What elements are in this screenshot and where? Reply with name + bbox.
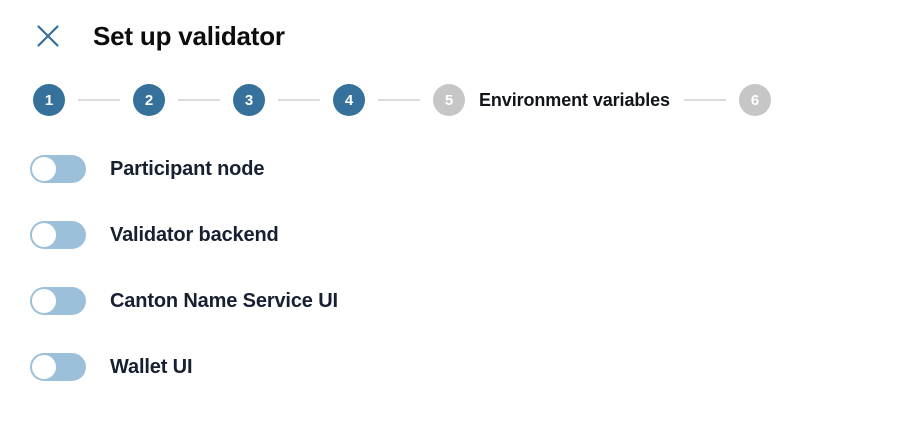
toggle-knob	[32, 157, 56, 181]
page-title: Set up validator	[93, 20, 285, 51]
stepper-connector-3	[278, 99, 320, 101]
stepper-connector-2	[178, 99, 220, 101]
stepper-step-5[interactable]: 5	[433, 84, 465, 116]
toggle-label-wallet-ui: Wallet UI	[110, 355, 193, 378]
toggle-list: Participant node Validator backend Canto…	[30, 155, 890, 381]
stepper-step-5-number: 5	[444, 91, 454, 109]
toggle-row-validator-backend: Validator backend	[30, 221, 890, 249]
toggle-row-wallet-ui: Wallet UI	[30, 353, 890, 381]
toggle-row-canton-name-service-ui: Canton Name Service UI	[30, 287, 890, 315]
toggle-participant-node[interactable]	[30, 155, 86, 183]
stepper-step-3-number: 3	[244, 91, 254, 109]
close-button[interactable]	[31, 19, 65, 53]
dialog-header: Set up validator	[0, 0, 924, 72]
toggle-knob	[32, 289, 56, 313]
stepper-step-1-number: 1	[44, 91, 54, 109]
stepper-step-4-number: 4	[344, 91, 354, 109]
close-icon	[35, 23, 61, 49]
toggle-knob	[32, 355, 56, 379]
toggle-canton-name-service-ui[interactable]	[30, 287, 86, 315]
toggle-validator-backend[interactable]	[30, 221, 86, 249]
stepper-step-3[interactable]: 3	[233, 84, 265, 116]
toggle-label-canton-name-service-ui: Canton Name Service UI	[110, 289, 338, 312]
stepper-step-2-number: 2	[144, 91, 154, 109]
toggle-row-participant-node: Participant node	[30, 155, 890, 183]
toggle-knob	[32, 223, 56, 247]
stepper-step-1[interactable]: 1	[33, 84, 65, 116]
stepper-connector-1	[78, 99, 120, 101]
toggle-label-participant-node: Participant node	[110, 157, 265, 180]
toggle-wallet-ui[interactable]	[30, 353, 86, 381]
stepper: 1 2 3 4 5 Environment variables 6	[33, 84, 771, 116]
stepper-step-2[interactable]: 2	[133, 84, 165, 116]
toggle-label-validator-backend: Validator backend	[110, 223, 279, 246]
stepper-current-label: Environment variables	[479, 89, 670, 110]
stepper-connector-4	[378, 99, 420, 101]
stepper-step-4[interactable]: 4	[333, 84, 365, 116]
stepper-step-6-number: 6	[750, 91, 760, 109]
stepper-step-6[interactable]: 6	[738, 84, 771, 116]
stepper-connector-5	[683, 99, 726, 101]
